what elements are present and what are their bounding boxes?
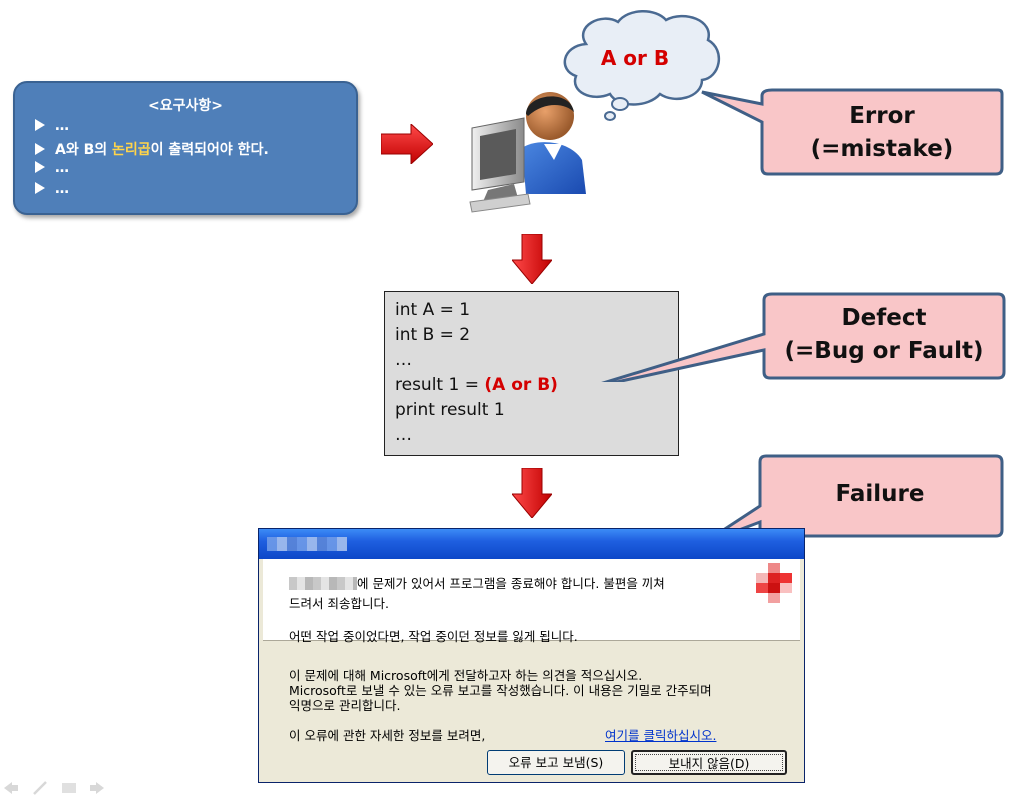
- bullet-triangle-icon: [35, 143, 45, 155]
- code-line: …: [395, 350, 412, 370]
- code-line: int B = 2: [395, 325, 471, 345]
- error-dialog: 에 문제가 있어서 프로그램을 종료해야 합니다. 불편을 끼쳐 드려서 죄송합…: [258, 528, 805, 783]
- arrow-down-icon: [512, 468, 552, 518]
- thought-bubble-text: A or B: [600, 46, 670, 70]
- bullet-triangle-icon: [35, 119, 45, 131]
- arrow-right-icon: [381, 124, 433, 164]
- dialog-details-text: 이 오류에 관한 자세한 정보를 보려면,: [289, 728, 486, 743]
- blurred-title: [267, 537, 347, 551]
- dialog-details-link[interactable]: 여기를 클릭하십시오.: [605, 728, 717, 743]
- code-line: print result 1: [395, 400, 505, 420]
- dialog-info-line: 어떤 작업 중이었다면, 작업 중이던 정보를 잃게 됩니다.: [289, 629, 578, 644]
- next-slide-icon: [90, 782, 104, 794]
- thought-bubble: [563, 10, 721, 121]
- dialog-report-line: 이 문제에 대해 Microsoft에게 전달하고자 하는 의견을 적으십시오.: [289, 668, 643, 683]
- error-mosaic-icon: [756, 563, 792, 603]
- code-line: result 1 = (A or B): [395, 375, 558, 395]
- bullet-triangle-icon: [35, 161, 45, 173]
- dialog-message-line: 에 문제가 있어서 프로그램을 종료해야 합니다. 불편을 끼쳐: [289, 573, 665, 592]
- requirement-item: …: [35, 118, 69, 134]
- dialog-report-line: Microsoft로 보낼 수 있는 오류 보고를 작성했습니다. 이 내용은 …: [289, 683, 712, 698]
- requirements-title: <요구사항>: [148, 98, 223, 114]
- dialog-header-pane: [263, 559, 800, 641]
- menu-icon: [62, 783, 76, 793]
- error-callout: [701, 88, 1004, 176]
- dialog-message-line: 드려서 죄송합니다.: [289, 596, 389, 611]
- code-line: …: [395, 425, 412, 445]
- requirement-highlight: 논리곱: [112, 142, 151, 158]
- bullet-triangle-icon: [35, 182, 45, 194]
- failure-callout-label: Failure: [835, 481, 925, 507]
- arrow-down-icon: [512, 234, 552, 284]
- dont-send-button[interactable]: 보내지 않음(D): [631, 750, 787, 775]
- dialog-titlebar: [259, 529, 804, 559]
- requirement-item: …: [35, 181, 69, 197]
- defect-callout: [601, 292, 1006, 382]
- error-callout-label: Error (=mistake): [810, 103, 954, 162]
- blurred-app-name: [289, 577, 357, 590]
- code-line: int A = 1: [395, 300, 471, 320]
- code-defect-highlight: (A or B): [484, 375, 558, 395]
- dialog-report-line: 익명으로 관리합니다.: [289, 698, 401, 713]
- person-at-computer-icon: [469, 92, 586, 213]
- requirements-box: <요구사항> … A와 B의 논리곱이 출력되어야 한다. … …: [13, 81, 358, 215]
- prev-slide-icon: [4, 782, 18, 794]
- requirement-item: A와 B의 논리곱이 출력되어야 한다.: [35, 139, 269, 159]
- send-report-button[interactable]: 오류 보고 보냄(S): [487, 750, 625, 775]
- pen-icon: [33, 781, 47, 795]
- slide-nav-controls[interactable]: [4, 780, 114, 796]
- requirement-item: …: [35, 160, 69, 176]
- defect-callout-label: Defect (=Bug or Fault): [784, 305, 984, 364]
